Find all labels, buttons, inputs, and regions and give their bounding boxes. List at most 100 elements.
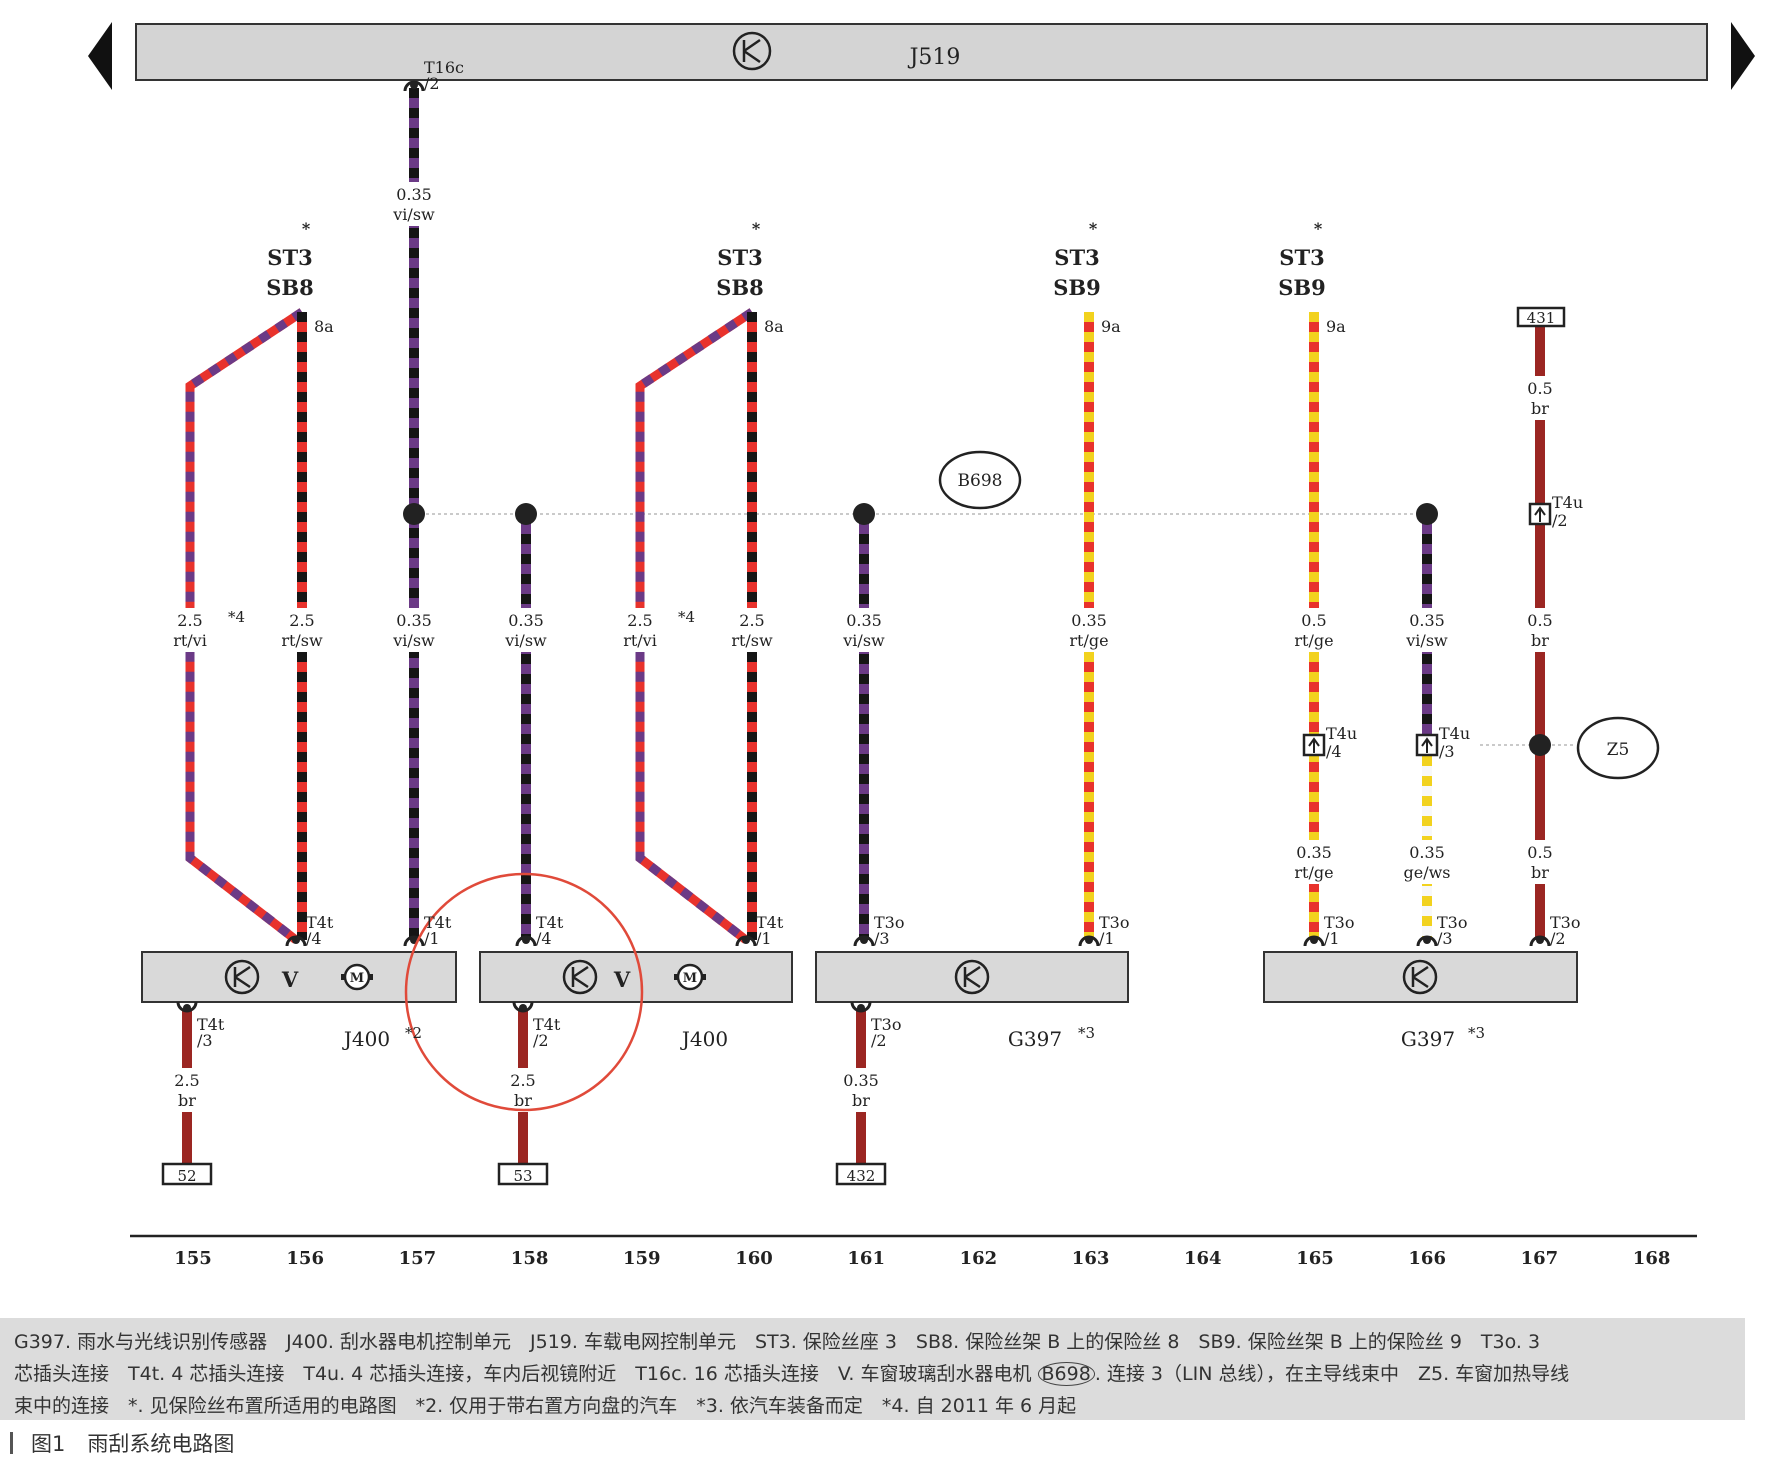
- fuse-156-star: *: [302, 219, 311, 238]
- wire-label-gap: [821, 1068, 901, 1112]
- connector-t3o-2-bottom-pinno: /2: [871, 1031, 887, 1050]
- wire-label-166-low-size: 0.35: [1409, 843, 1445, 862]
- legend-b698-circle: B698: [1037, 1362, 1095, 1386]
- connector-t4t-4-b-pinno: /4: [536, 929, 552, 948]
- connector-t3o-3-a-pin: [860, 936, 868, 944]
- connector-t4t-3-pinno: /3: [197, 1031, 213, 1050]
- wire-label-gap: [1387, 608, 1467, 652]
- wire-label-167-low-size: 0.5: [1527, 843, 1552, 862]
- wire-label-gap: [1500, 376, 1580, 420]
- wire-label-165-color: rt/ge: [1294, 631, 1333, 650]
- wire-stripe: [635, 308, 755, 944]
- column-number: 159: [623, 1248, 661, 1269]
- connector-t16c-pinno: /2: [424, 74, 440, 93]
- fuse-163-pin: 9a: [1101, 317, 1121, 336]
- column-number: 160: [735, 1248, 773, 1269]
- control-unit-circle: [224, 959, 260, 995]
- fuse-160-star: *: [752, 219, 761, 238]
- ground-432-text: 432: [847, 1167, 876, 1185]
- component-j400-a-control-unit-icon: [224, 959, 260, 995]
- component-j400-a-motor-icon: M: [341, 963, 373, 991]
- z5-circle: [1576, 716, 1660, 780]
- wire-label-gap: [1500, 608, 1580, 652]
- motor-letter: M: [350, 971, 364, 986]
- connector-t16c-name: T16c: [424, 58, 464, 77]
- column-number: 163: [1072, 1248, 1110, 1269]
- connector-t4u-3-name: T4u: [1439, 724, 1470, 743]
- wire-label-gap: [150, 608, 230, 652]
- ref-431-text: 431: [1527, 309, 1556, 327]
- legend-line-2-b: . 连接 3（LIN 总线），在主导线束中 Z5. 车窗加热导线: [1094, 1363, 1570, 1385]
- connector-t4t-4-b-pin: [522, 936, 530, 944]
- wire-label-gap: [1387, 840, 1467, 884]
- component-g397-b-label: G397: [1401, 1027, 1455, 1051]
- wire-label-167-size: 0.5: [1527, 611, 1552, 630]
- wire-label-159-note: *4: [678, 608, 695, 626]
- legend: G397. 雨水与光线识别传感器 J400. 刮水器电机控制单元 J519. 车…: [0, 1318, 1745, 1420]
- splice-point: [1529, 734, 1551, 756]
- splice-point: [403, 503, 425, 525]
- wire-label-gap: [712, 608, 792, 652]
- splice-point: [515, 503, 537, 525]
- connector-t4t-3-name: T4t: [197, 1015, 225, 1034]
- connector-t4t-4-b-name: T4t: [536, 913, 564, 932]
- fuse-160-line2: SB8: [716, 275, 764, 300]
- component-j400-a-note: *2: [405, 1024, 422, 1042]
- component-g397-a-control-unit-icon: [954, 959, 990, 995]
- motor-circle: [676, 963, 704, 991]
- connector-t4t-4-a-name: T4t: [306, 913, 334, 932]
- fuse-160-pin: 8a: [764, 317, 784, 336]
- wire-label-gap: [1049, 608, 1129, 652]
- connector-t4t-2-pinno: /2: [533, 1031, 549, 1050]
- connector-t3o-1-a-pinno: /1: [1099, 929, 1115, 948]
- wire-label-165-low-size: 0.35: [1296, 843, 1332, 862]
- component-g397-b-box: [1263, 951, 1578, 1003]
- wire-label-161-ground-color: br: [852, 1091, 870, 1110]
- wire-label-158-ground-size: 2.5: [510, 1071, 535, 1090]
- b698-circle: [938, 450, 1022, 510]
- wire-label-161-color: vi/sw: [842, 631, 885, 650]
- ground-52-text: 52: [177, 1167, 196, 1185]
- wire-label-gap: [1500, 840, 1580, 884]
- motor-letter: M: [683, 971, 697, 986]
- connector-t4u-3-arrow: [1421, 737, 1433, 753]
- wire-label-161-size: 0.35: [846, 611, 882, 630]
- connector-t4u-2-pinno: /2: [1552, 511, 1568, 530]
- component-g397-a-box: [815, 951, 1129, 1003]
- wire-label-161-ground-size: 0.35: [843, 1071, 879, 1090]
- connector-t3o-3-a-name: T3o: [874, 913, 904, 932]
- control-unit-circle: [954, 959, 990, 995]
- wire-label-159-color: rt/vi: [623, 631, 657, 650]
- fuse-165-star: *: [1314, 219, 1323, 238]
- ground-53-text: 53: [513, 1167, 532, 1185]
- column-number: 156: [286, 1248, 324, 1269]
- component-g397-b-control-unit-icon: [1402, 959, 1438, 995]
- wire-label-157-top-color: vi/sw: [392, 205, 435, 224]
- fuse-163-star: *: [1089, 219, 1098, 238]
- wire-label-157-size: 0.35: [396, 611, 432, 630]
- wire-label-167-top-color: br: [1531, 399, 1549, 418]
- motor-circle: [343, 963, 371, 991]
- connector-t3o-2-pinno: /2: [1550, 929, 1566, 948]
- wire-label-gap: [374, 182, 454, 226]
- wire-label-158-color: vi/sw: [504, 631, 547, 650]
- connector-t4t-1-b-pin: [742, 936, 750, 944]
- column-number: 166: [1408, 1248, 1446, 1269]
- connector-t4u-4-arrow: [1308, 737, 1320, 753]
- connector-t3o-2-bottom-name: T3o: [871, 1015, 901, 1034]
- wire-label-160-color: rt/sw: [731, 631, 773, 650]
- connector-t4t-4-a-pin: [292, 936, 300, 944]
- ground-53-box: [497, 1162, 549, 1186]
- wire-label-gap: [262, 608, 342, 652]
- connector-t16c-pin: [410, 81, 418, 89]
- ref-431-box: [1516, 306, 1566, 328]
- wire-label-156-color: rt/sw: [281, 631, 323, 650]
- wire-label-166-color: vi/sw: [1405, 631, 1448, 650]
- component-g397-a-label: G397: [1008, 1027, 1062, 1051]
- wire-label-158-size: 0.35: [508, 611, 544, 630]
- legend-line-1: G397. 雨水与光线识别传感器 J400. 刮水器电机控制单元 J519. 车…: [14, 1331, 1541, 1353]
- wire-label-163-size: 0.35: [1071, 611, 1107, 630]
- wire-label-156-size: 2.5: [289, 611, 314, 630]
- connector-t4t-1-a-pinno: /1: [424, 929, 440, 948]
